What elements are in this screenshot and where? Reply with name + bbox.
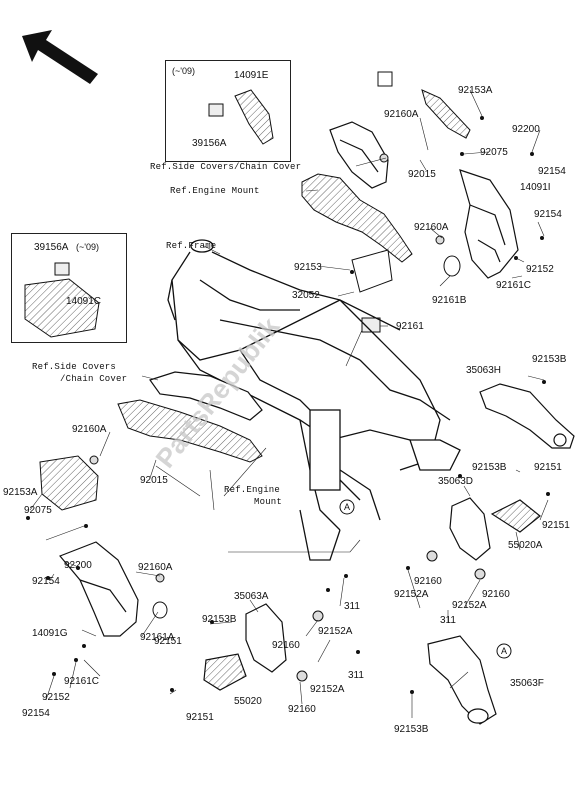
inset-left-part-b: 14091C xyxy=(66,296,102,307)
callout-92151-right-2: 92151 xyxy=(542,520,570,531)
callout-14091I: 14091I xyxy=(520,182,551,193)
callout-35063D: 35063D xyxy=(438,476,474,487)
callout-92015-top: 92015 xyxy=(408,169,436,180)
callout-92160A-left-2: 92160A xyxy=(138,562,173,573)
callout-92151-left-1: 92151 xyxy=(154,636,182,647)
inset-left-parts xyxy=(24,262,100,338)
center-plate xyxy=(351,249,393,333)
callout-92152A-right-2: 92152A xyxy=(452,600,487,611)
callout-35063H: 35063H xyxy=(466,365,502,376)
callout-35063F: 35063F xyxy=(510,678,544,689)
callout-311-mid-1: 311 xyxy=(344,601,360,612)
ref-frame: Ref.Frame xyxy=(166,241,217,251)
callout-92153B-bottom: 92153B xyxy=(394,724,429,735)
upper-small-bracket xyxy=(377,71,471,139)
ref-side-covers-top: Ref.Side Covers/Chain Cover xyxy=(150,162,302,172)
callout-14091G: 14091G xyxy=(32,628,68,639)
callout-92154-left-bottom: 92154 xyxy=(22,708,50,719)
inset-upper-part-a: 14091E xyxy=(234,70,269,81)
inset-left-year: (~'09) xyxy=(76,242,99,252)
left-lower-cover xyxy=(59,541,139,637)
inset-upper-part-b: 39156A xyxy=(192,138,227,149)
callout-92200-left: 92200 xyxy=(64,560,92,571)
callout-92153A-left: 92153A xyxy=(3,487,38,498)
circle-a-marker-icon xyxy=(339,499,512,659)
callout-92015-left: 92015 xyxy=(140,475,168,486)
callout-92152-right: 92152 xyxy=(526,264,554,275)
inset-left-part-a: 39156A xyxy=(34,242,69,253)
callout-92160A-top: 92160A xyxy=(384,109,419,120)
callout-92160-right-2: 92160 xyxy=(482,589,510,600)
callout-92161B: 92161B xyxy=(432,295,467,306)
lower-right-rear-bracket xyxy=(427,635,497,725)
callout-92161A: 92161A xyxy=(140,632,175,643)
callout-92153A-top: 92153A xyxy=(458,85,493,96)
callout-92152A-mid-1: 92152A xyxy=(318,626,353,637)
callout-92161: 92161 xyxy=(396,321,424,332)
ref-side-covers-left-1: Ref.Side Covers xyxy=(32,362,117,372)
callout-92075-top: 92075 xyxy=(480,147,508,158)
callout-92075-left: 92075 xyxy=(24,505,52,516)
upper-left-cover xyxy=(329,121,389,189)
callout-92154-left: 92154 xyxy=(32,576,60,587)
callout-92160A-right: 92160A xyxy=(414,222,449,233)
callout-311-right: 311 xyxy=(440,615,456,626)
left-front-footpeg-bracket xyxy=(203,603,287,691)
ref-engine-mount-mid-1: Ref.Engine xyxy=(224,485,281,495)
callout-92160-mid-2: 92160 xyxy=(288,704,316,715)
callout-92153: 92153 xyxy=(294,262,322,273)
callout-92152A-mid-2: 92152A xyxy=(310,684,345,695)
callout-92153B-right-1: 92153B xyxy=(532,354,567,365)
right-front-footpeg-bracket xyxy=(449,497,541,561)
callout-92153B-right-2: 92153B xyxy=(472,462,507,473)
inset-upper-year: (~'09) xyxy=(172,66,195,76)
ref-side-covers-left-2: /Chain Cover xyxy=(60,374,128,384)
callout-92160-mid-1: 92160 xyxy=(272,640,300,651)
callout-92200-top: 92200 xyxy=(512,124,540,135)
callout-92152-left: 92152 xyxy=(42,692,70,703)
callout-92161C-left: 92161C xyxy=(64,676,100,687)
leader-lines xyxy=(29,89,549,718)
inset-box-upper xyxy=(165,60,291,162)
marker-a-1: A xyxy=(344,502,351,512)
upper-engine-mount-bracket xyxy=(301,173,413,263)
front-direction-arrow-icon xyxy=(22,30,98,84)
callout-92160A-left: 92160A xyxy=(72,424,107,435)
callout-92151-right-1: 92151 xyxy=(534,462,562,473)
callout-92153B-left: 92153B xyxy=(202,614,237,625)
callout-35063A: 35063A xyxy=(234,591,269,602)
right-rear-footpeg-bracket xyxy=(479,383,575,449)
callout-92152A-right-1: 92152A xyxy=(394,589,429,600)
left-heel-plate xyxy=(39,455,99,511)
callout-92160-right-1: 92160 xyxy=(414,576,442,587)
washers xyxy=(89,153,486,682)
callout-92154-right: 92154 xyxy=(534,209,562,220)
callout-92161C-right: 92161C xyxy=(496,280,532,291)
callout-55020A: 55020A xyxy=(508,540,543,551)
marker-a-2: A xyxy=(501,646,508,656)
callout-92154-top: 92154 xyxy=(538,166,566,177)
inset-upper-parts xyxy=(208,89,274,145)
callout-55020: 55020 xyxy=(234,696,262,707)
main-frame xyxy=(167,239,461,561)
ref-engine-mount-top: Ref.Engine Mount xyxy=(170,186,260,196)
callout-92151-left-2: 92151 xyxy=(186,712,214,723)
callout-32052: 32052 xyxy=(292,290,320,301)
left-side-cover xyxy=(149,371,263,421)
callout-311-mid-2: 311 xyxy=(348,670,364,681)
ref-engine-mount-mid-2: Mount xyxy=(254,497,283,507)
upper-right-cover xyxy=(459,169,519,279)
fasteners xyxy=(26,116,550,694)
inset-box-left xyxy=(11,233,127,343)
